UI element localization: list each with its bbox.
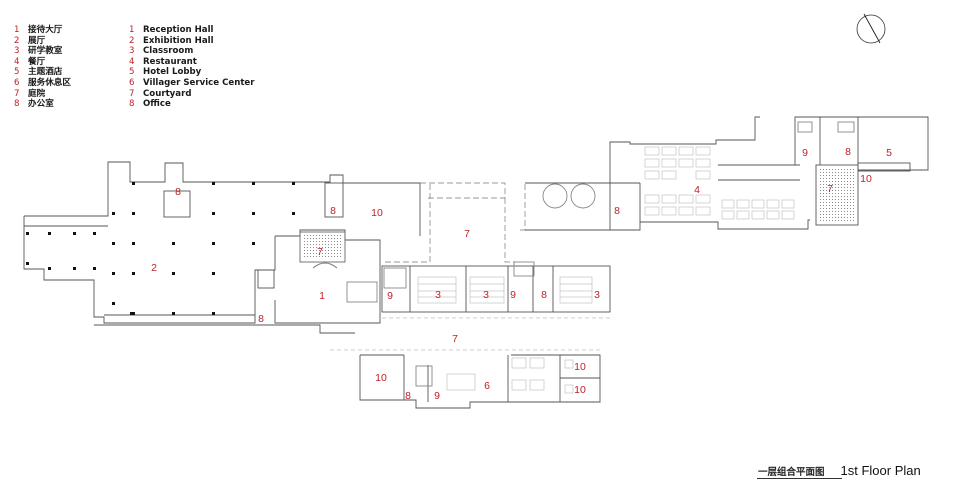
legend-item: 7 Courtyard <box>129 89 255 100</box>
room-label: 7 <box>452 333 458 345</box>
room-label: 9 <box>510 289 516 301</box>
legend-text: Exhibition Hall <box>143 35 214 46</box>
legend-text: Hotel Lobby <box>143 67 202 78</box>
legend-item: 1 接待大厅 <box>14 25 71 36</box>
legend-item: 8 办公室 <box>14 99 71 110</box>
legend-item: 2 展厅 <box>14 36 71 47</box>
legend-text: 服务休息区 <box>28 77 71 88</box>
caption-underline <box>757 478 842 479</box>
room-label: 5 <box>886 147 892 159</box>
room-label: 1 <box>319 290 325 302</box>
legend-item: 5 Hotel Lobby <box>129 67 255 78</box>
service-center-furniture <box>446 357 574 394</box>
legend-number: 4 <box>14 56 20 67</box>
legend-number: 6 <box>129 77 135 88</box>
legend-number: 8 <box>14 99 20 110</box>
legend-number: 5 <box>14 67 20 78</box>
room-label: 10 <box>375 372 387 384</box>
legend-text: Classroom <box>143 46 194 57</box>
drawing-caption: 一层组合平面图 1st Floor Plan <box>758 460 921 479</box>
room-label: 8 <box>330 205 336 217</box>
room-label: 6 <box>484 380 490 392</box>
exhibition-hall-walls <box>23 161 421 334</box>
legend-item: 8 Office <box>129 99 255 110</box>
courtyard-dashed-outline <box>382 182 526 263</box>
room-label: 7 <box>464 228 470 240</box>
room-label: 9 <box>802 147 808 159</box>
room-label: 4 <box>694 184 700 196</box>
room-label: 7 <box>317 246 323 258</box>
room-label: 3 <box>483 289 489 301</box>
room-labels: 1 2 3 3 3 4 5 6 7 7 7 7 8 8 8 8 8 8 8 9 … <box>151 146 892 402</box>
restaurant-walls <box>525 116 810 231</box>
legend-text: Courtyard <box>143 88 192 99</box>
legend-text: 接待大厅 <box>28 25 63 35</box>
reception-hall-walls <box>274 229 381 324</box>
legend-chinese: 1 接待大厅 2 展厅 3 研学教室 4 餐厅 5 主题酒店 6 服务休息区 7 庭院 8 办公… <box>14 25 71 110</box>
legend-number: 2 <box>129 35 135 46</box>
room-label: 10 <box>860 173 872 185</box>
legend-english: 1 Reception Hall 2 Exhibition Hall 3 Classr… <box>129 25 255 110</box>
hotel-courtyard-hatch <box>818 167 856 223</box>
legend-number: 6 <box>14 77 20 88</box>
room-label: 10 <box>574 384 586 396</box>
room-label: 9 <box>434 390 440 402</box>
caption-chinese: 一层组合平面图 <box>758 467 825 478</box>
room-label: 8 <box>175 186 181 198</box>
connector-lines <box>330 317 610 351</box>
exhibition-hall-columns <box>26 182 295 315</box>
legend-text: 展厅 <box>28 35 46 46</box>
legend-item: 7 庭院 <box>14 89 71 100</box>
room-label: 3 <box>594 289 600 301</box>
room-label: 8 <box>541 289 547 301</box>
legend-text: Office <box>143 99 171 110</box>
hotel-wing-walls <box>794 116 929 226</box>
legend-item: 6 Villager Service Center <box>129 78 255 89</box>
legend-item: 3 研学教室 <box>14 46 71 57</box>
room-label: 8 <box>614 205 620 217</box>
legend-text: 餐厅 <box>28 56 46 67</box>
legend-text: Restaurant <box>143 56 197 67</box>
classroom-block-walls <box>381 261 611 313</box>
legend-number: 8 <box>129 99 135 110</box>
restaurant-tables <box>644 146 795 220</box>
legend-number: 1 <box>129 25 135 35</box>
legend-number: 4 <box>129 56 135 67</box>
legend-item: 2 Exhibition Hall <box>129 36 255 47</box>
legend-item: 1 Reception Hall <box>129 25 255 36</box>
room-label: 7 <box>827 183 833 195</box>
legend-item: 4 Restaurant <box>129 57 255 68</box>
room-label: 10 <box>371 207 383 219</box>
reception-courtyard-hatch <box>304 235 341 259</box>
room-label: 8 <box>258 313 264 325</box>
legend-item: 3 Classroom <box>129 46 255 57</box>
legend-number: 3 <box>129 46 135 57</box>
room-label: 8 <box>845 146 851 158</box>
legend-number: 7 <box>14 88 20 99</box>
north-arrow-icon <box>856 13 886 44</box>
legend-text: 办公室 <box>28 99 54 110</box>
legend-text: Reception Hall <box>143 25 214 35</box>
room-label: 9 <box>387 290 393 302</box>
legend-number: 3 <box>14 46 20 57</box>
classroom-desks <box>417 276 593 304</box>
legend-number: 1 <box>14 25 20 35</box>
room-label: 8 <box>405 390 411 402</box>
room-label: 3 <box>435 289 441 301</box>
legend-text: 主题酒店 <box>28 67 63 78</box>
legend-item: 6 服务休息区 <box>14 78 71 89</box>
legend-number: 2 <box>14 35 20 46</box>
caption-english: 1st Floor Plan <box>840 463 921 478</box>
legend-text: 庭院 <box>28 88 46 99</box>
legend-text: 研学教室 <box>28 46 63 57</box>
legend-number: 7 <box>129 88 135 99</box>
legend-item: 5 主题酒店 <box>14 67 71 78</box>
legend-number: 5 <box>129 67 135 78</box>
legend-text: Villager Service Center <box>143 77 255 88</box>
room-label: 2 <box>151 262 157 274</box>
service-center-walls <box>359 354 601 409</box>
legend-item: 4 餐厅 <box>14 57 71 68</box>
room-label: 10 <box>574 361 586 373</box>
